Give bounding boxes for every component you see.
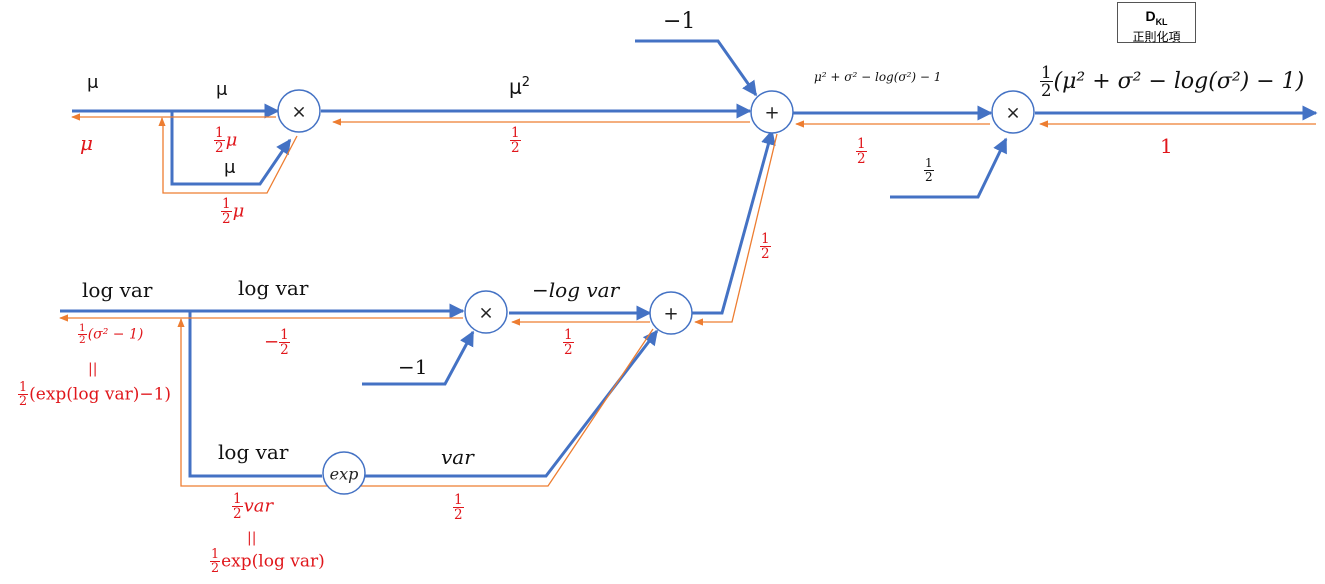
- label-mu-branch: μ: [224, 157, 236, 178]
- svg-text:+: +: [663, 304, 678, 325]
- label-logvar-top: log var: [238, 276, 309, 300]
- label-sum-expression: μ² + σ² − log(σ²) − 1: [814, 70, 942, 84]
- svg-text:exp: exp: [330, 465, 359, 484]
- svg-text:×: ×: [478, 303, 493, 324]
- add-node-mid: +: [649, 291, 693, 335]
- dkl-title: DKL: [1145, 8, 1168, 27]
- label-var: var: [441, 445, 474, 469]
- exp-node: exp: [322, 451, 366, 495]
- backward-edges: [59, 113, 1316, 487]
- grad-mu-total: μ: [80, 131, 93, 155]
- label-mu-squared: μ2: [509, 74, 531, 99]
- label-neg-logvar: −log var: [532, 278, 620, 302]
- forward-edges: [60, 39, 1318, 478]
- mul-node-mu: ×: [277, 89, 321, 133]
- svg-text:×: ×: [291, 102, 306, 123]
- dkl-box: DKL 正則化項: [1117, 2, 1196, 44]
- dkl-subtitle: 正則化項: [1132, 29, 1181, 44]
- grad-one: 1: [1160, 134, 1173, 158]
- label-mu-input: μ: [87, 72, 99, 93]
- grad-var-equals: ||: [247, 530, 257, 546]
- label-logvar-input: log var: [82, 278, 153, 302]
- mul-node-neg: ×: [464, 290, 508, 334]
- grad-logvar-equals: ||: [88, 361, 98, 377]
- svg-text:+: +: [764, 103, 779, 124]
- label-logvar-bottom: log var: [218, 440, 289, 464]
- add-node-top: +: [750, 90, 794, 134]
- mul-node-half: ×: [991, 90, 1035, 134]
- label-mu-top: μ: [216, 79, 228, 100]
- label-neg1-top: −1: [663, 9, 696, 34]
- label-neg1-mid: −1: [398, 355, 428, 379]
- svg-text:×: ×: [1005, 103, 1020, 124]
